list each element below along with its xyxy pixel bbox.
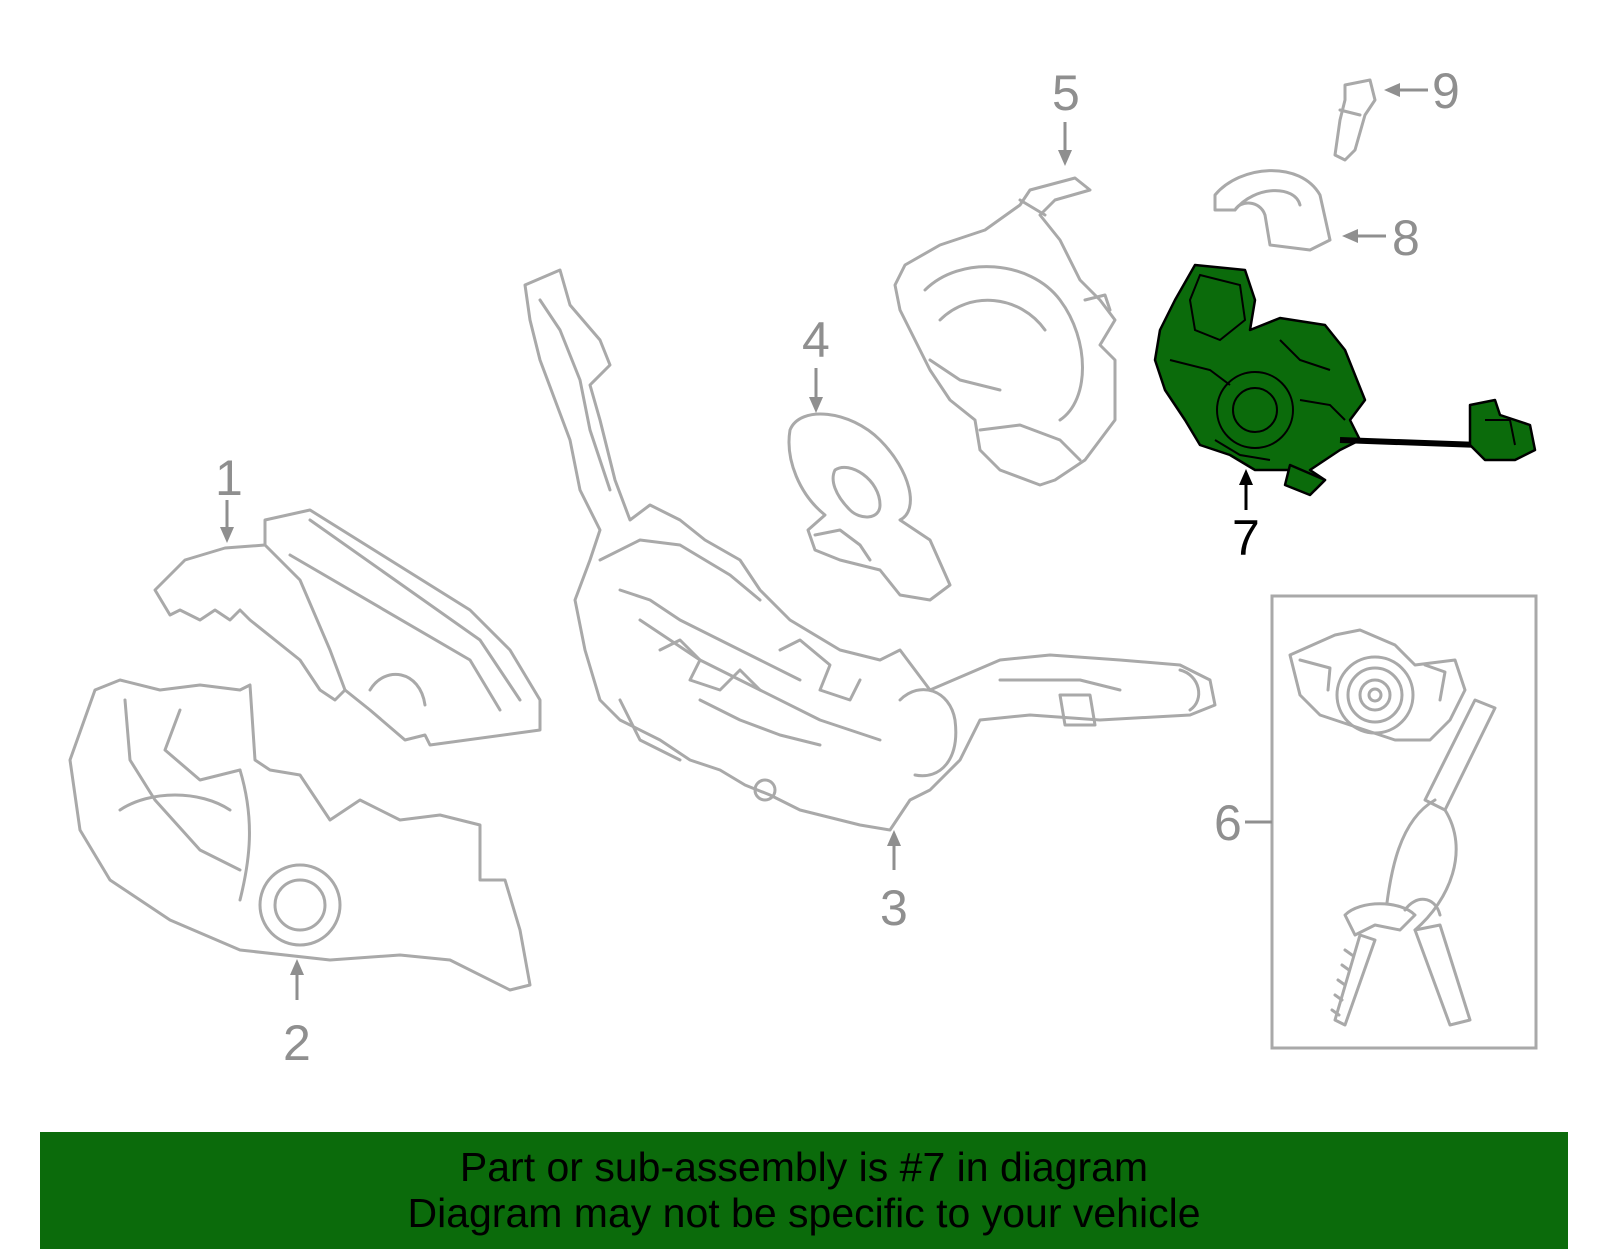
- svg-text:5: 5: [1052, 65, 1080, 121]
- svg-text:3: 3: [880, 880, 908, 936]
- svg-text:2: 2: [283, 1015, 311, 1071]
- part-8-bracket[interactable]: [1213, 169, 1332, 252]
- label-8: 8: [1342, 210, 1420, 266]
- svg-text:6: 6: [1214, 795, 1242, 851]
- label-7: 7: [1232, 469, 1260, 566]
- label-5: 5: [1052, 65, 1080, 166]
- part-3-combination-switch[interactable]: [523, 268, 1217, 832]
- label-4: 4: [802, 312, 830, 413]
- part-2-lower-column-cover[interactable]: [68, 678, 532, 992]
- svg-text:9: 9: [1432, 63, 1460, 119]
- label-9: 9: [1384, 63, 1460, 119]
- part-6-lock-cylinder-kit[interactable]: [1270, 594, 1538, 1050]
- banner-line-1: Part or sub-assembly is #7 in diagram: [459, 1144, 1149, 1190]
- svg-text:4: 4: [802, 312, 830, 368]
- svg-text:1: 1: [215, 450, 243, 506]
- svg-text:8: 8: [1392, 210, 1420, 266]
- info-banner: Part or sub-assembly is #7 in diagram Di…: [40, 1132, 1568, 1249]
- label-1: 1: [215, 450, 243, 543]
- label-3: 3: [880, 830, 908, 936]
- part-1-upper-column-cover[interactable]: [153, 508, 542, 747]
- part-7-highlighted-module[interactable]: [1153, 263, 1537, 497]
- banner-line-2: Diagram may not be specific to your vehi…: [407, 1190, 1201, 1236]
- part-9-bolt[interactable]: [1333, 78, 1377, 162]
- svg-text:7: 7: [1232, 510, 1260, 566]
- label-6: 6: [1214, 795, 1272, 851]
- part-4-ring[interactable]: [787, 412, 952, 602]
- part-5-clock-spring[interactable]: [893, 176, 1117, 487]
- label-2: 2: [283, 959, 311, 1071]
